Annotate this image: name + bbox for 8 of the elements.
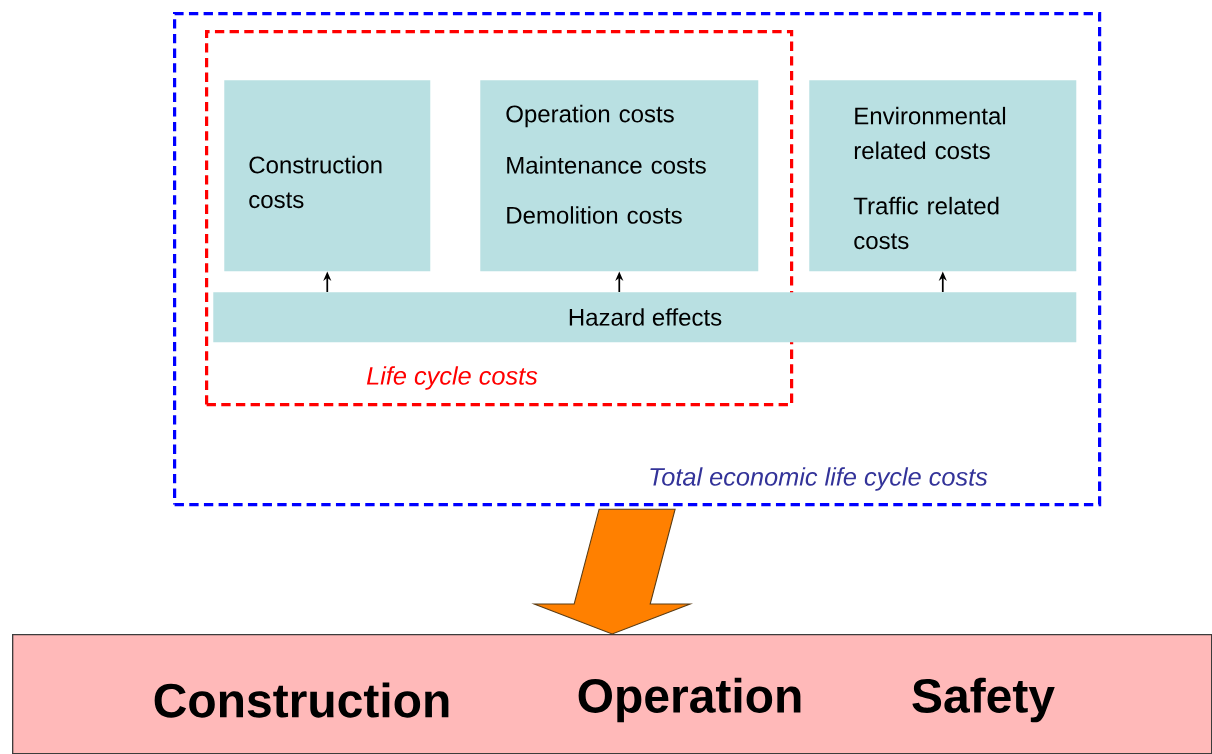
frame-title: Total economic life cycle costs	[650, 467, 988, 491]
frame-title: Life cycle costs	[366, 366, 538, 390]
cost-box: Construction costs	[224, 80, 431, 272]
cost-box: Environmental related costs Traffic related costs	[809, 80, 1077, 272]
hazard-bar: Hazard effects	[213, 292, 1077, 343]
cost-box: Operation costs Maintenance costs Demolition costs	[480, 80, 759, 272]
block-arrow	[531, 508, 694, 635]
outcome-band: Construction Operation Safety	[12, 634, 1212, 754]
